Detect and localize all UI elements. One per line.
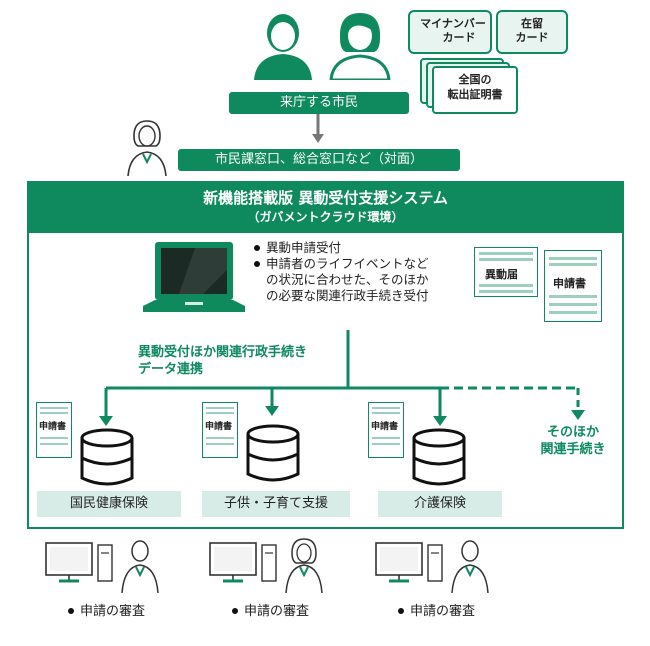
idou-form-icon: 異動届 xyxy=(474,247,538,297)
review-item: 申請の審査 xyxy=(398,604,475,620)
service-box-kokuho: 国民健康保険 xyxy=(37,491,181,517)
db-form-icon: 申請書 xyxy=(202,402,238,458)
database-icon xyxy=(246,424,300,482)
feature-list: 異動申請受付 申請者のライフイベントなど の状況に合わせた、そのほか の必要な関… xyxy=(254,240,469,304)
card-label-line2: カード xyxy=(515,31,549,44)
card-label-line1: マイナンバー xyxy=(420,17,486,30)
service-box-kosodate: 子供・子育て支援 xyxy=(202,491,350,517)
transfer-certificate: 全国の 転出証明書 xyxy=(432,66,518,114)
certificate-label-line1: 全国の xyxy=(458,73,492,86)
review-workstation-icon xyxy=(45,540,159,594)
db-form-label: 申請書 xyxy=(371,422,399,432)
review-item: 申請の審査 xyxy=(232,604,309,620)
database-icon xyxy=(80,428,134,486)
feature-item-cont: の状況に合わせた、そのほか xyxy=(266,272,429,287)
citizen-female-icon xyxy=(329,13,391,80)
review-text: 申請の審査 xyxy=(80,604,146,619)
db-form-icon: 申請書 xyxy=(36,402,72,458)
data-link-line2: データ連携 xyxy=(138,362,204,377)
laptop-icon xyxy=(143,242,245,312)
counter-staff-icon xyxy=(127,120,167,176)
review-text: 申請の審査 xyxy=(244,604,310,619)
feature-item: 異動申請受付 xyxy=(254,240,469,256)
feature-text: 申請者のライフイベントなど xyxy=(266,256,429,271)
data-link-label: 異動受付ほか関連行政手続き データ連携 xyxy=(138,344,348,378)
shinsei-form-label: 申請書 xyxy=(553,277,586,290)
certificate-label-line2: 転出証明書 xyxy=(447,88,503,101)
review-workstation-icon xyxy=(375,540,489,594)
feature-item: 申請者のライフイベントなど xyxy=(254,256,469,272)
residence-card: 在留 カード xyxy=(496,10,568,54)
system-subtitle: （ガバメントクラウド環境） xyxy=(247,210,404,224)
citizen-label-bar: 来庁する市民 xyxy=(229,92,409,114)
review-workstation-icon xyxy=(209,538,323,594)
review-text: 申請の審査 xyxy=(410,604,476,619)
other-procedures-label: そのほか 関連手続き xyxy=(530,424,616,458)
counter-label-bar: 市民課窓口、総合窓口など（対面） xyxy=(178,149,460,171)
db-form-icon: 申請書 xyxy=(368,402,404,458)
system-header: 新機能搭載版 異動受付支援システム （ガバメントクラウド環境） xyxy=(27,181,624,233)
system-title: 新機能搭載版 異動受付支援システム xyxy=(203,189,448,207)
database-icon xyxy=(412,428,466,486)
card-label-line2: カード xyxy=(442,31,476,44)
other-procedures-line1: そのほか xyxy=(546,425,599,440)
db-form-label: 申請書 xyxy=(205,422,233,432)
feature-item-cont: の必要な関連行政手続き受付 xyxy=(266,288,429,303)
my-number-card: マイナンバー カード xyxy=(408,10,492,54)
db-form-label: 申請書 xyxy=(39,422,67,432)
other-procedures-line2: 関連手続き xyxy=(540,442,606,457)
feature-text: 異動申請受付 xyxy=(266,240,342,255)
card-label-line1: 在留 xyxy=(521,17,543,30)
idou-form-label: 異動届 xyxy=(483,266,520,282)
data-link-line1: 異動受付ほか関連行政手続き xyxy=(138,345,308,360)
review-item: 申請の審査 xyxy=(68,604,145,620)
down-arrow-icon xyxy=(312,114,324,143)
shinsei-form-icon: 申請書 xyxy=(544,250,602,322)
service-box-kaigo: 介護保険 xyxy=(378,491,502,517)
citizen-male-icon xyxy=(254,14,312,80)
